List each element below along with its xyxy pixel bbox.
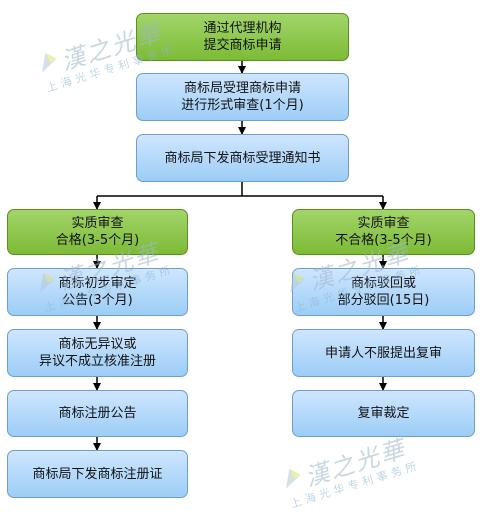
node-apply-line1: 通过代理机构 (203, 21, 282, 36)
node-notice: 商标局下发商标受理通知书 (136, 134, 349, 182)
node-review: 复审裁定 (292, 390, 475, 437)
node-certificate: 商标局下发商标注册证 (7, 450, 188, 498)
node-appeal: 申请人不服提出复审 (292, 329, 475, 377)
node-approve-line1: 商标无异议或 (58, 337, 137, 352)
node-fail-line2: 不合格(3-5个月) (335, 233, 432, 248)
node-pass: 实质审查 合格(3-5个月) (7, 209, 188, 255)
node-pass-line2: 合格(3-5个月) (55, 233, 140, 248)
node-prelim-line1: 商标初步审定 (58, 276, 137, 291)
node-certificate-line1: 商标局下发商标注册证 (32, 466, 163, 482)
node-approve: 商标无异议或 异议不成立核准注册 (7, 329, 188, 377)
node-accept-line1: 商标局受理商标申请 (183, 81, 301, 96)
node-prelim: 商标初步审定 公告(3个月) (7, 268, 188, 316)
node-publish-line1: 商标注册公告 (58, 406, 137, 421)
node-reject-line2: 部分驳回(15日) (337, 293, 430, 308)
node-approve-line2: 异议不成立核准注册 (38, 354, 156, 369)
node-prelim-line2: 公告(3个月) (62, 293, 133, 308)
node-notice-line1: 商标局下发商标受理通知书 (164, 150, 321, 166)
node-apply: 通过代理机构 提交商标申请 (136, 13, 349, 61)
node-review-line1: 复审裁定 (357, 406, 410, 421)
node-pass-line1: 实质审查 (71, 216, 124, 231)
node-accept: 商标局受理商标申请 进行形式审查(1个月) (136, 73, 349, 121)
node-reject: 商标驳回或 部分驳回(15日) (292, 268, 475, 316)
node-fail-line1: 实质审查 (357, 216, 410, 231)
node-appeal-line1: 申请人不服提出复审 (324, 345, 442, 361)
node-accept-line2: 进行形式审查(1个月) (181, 98, 304, 113)
node-fail: 实质审查 不合格(3-5个月) (292, 209, 475, 255)
node-reject-line1: 商标驳回或 (350, 276, 416, 291)
node-publish: 商标注册公告 (7, 390, 188, 437)
node-apply-line2: 提交商标申请 (203, 38, 282, 53)
